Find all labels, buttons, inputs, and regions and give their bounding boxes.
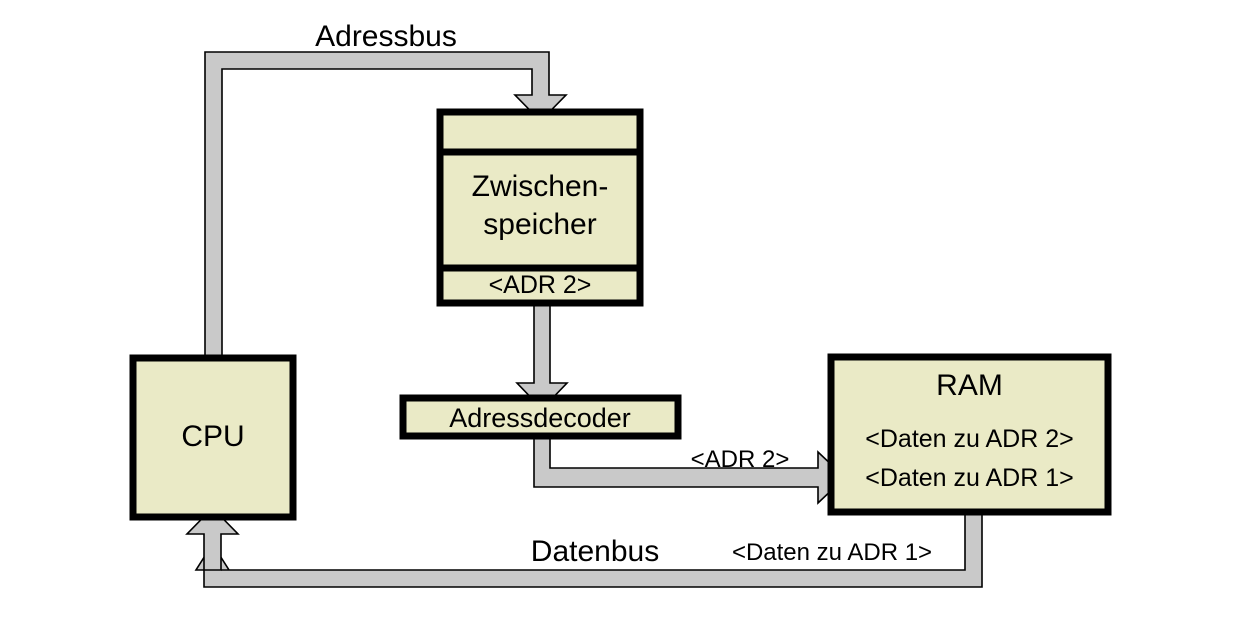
ram-row-adr1: <Daten zu ADR 1> bbox=[865, 464, 1073, 492]
decoder-to-ram-label: <ADR 2> bbox=[691, 446, 790, 473]
cpu-label: CPU bbox=[181, 420, 244, 453]
data-bus-label: Datenbus bbox=[531, 535, 659, 568]
latch-to-decoder-arrow bbox=[515, 302, 569, 411]
decoder-to-ram-arrow bbox=[533, 433, 847, 505]
address-bus-label: Adressbus bbox=[315, 20, 457, 53]
latch-address-value: <ADR 2> bbox=[489, 271, 592, 299]
address-decoder-label: Adressdecoder bbox=[449, 403, 631, 433]
data-bus-path bbox=[185, 506, 983, 588]
ram-title: RAM bbox=[936, 369, 1003, 402]
latch-box[interactable]: Zwischen- speicher <ADR 2> bbox=[436, 108, 644, 307]
latch-label-line1: Zwischen- bbox=[472, 170, 609, 203]
cpu-box[interactable]: CPU bbox=[129, 354, 297, 521]
address-decoder-box[interactable]: Adressdecoder bbox=[399, 394, 682, 440]
ram-row-adr2: <Daten zu ADR 2> bbox=[865, 425, 1073, 453]
ram-to-cpu-label: <Daten zu ADR 1> bbox=[732, 539, 932, 566]
latch-label-line2: speicher bbox=[483, 208, 596, 241]
ram-box[interactable]: RAM <Daten zu ADR 2> <Daten zu ADR 1> bbox=[827, 353, 1112, 516]
